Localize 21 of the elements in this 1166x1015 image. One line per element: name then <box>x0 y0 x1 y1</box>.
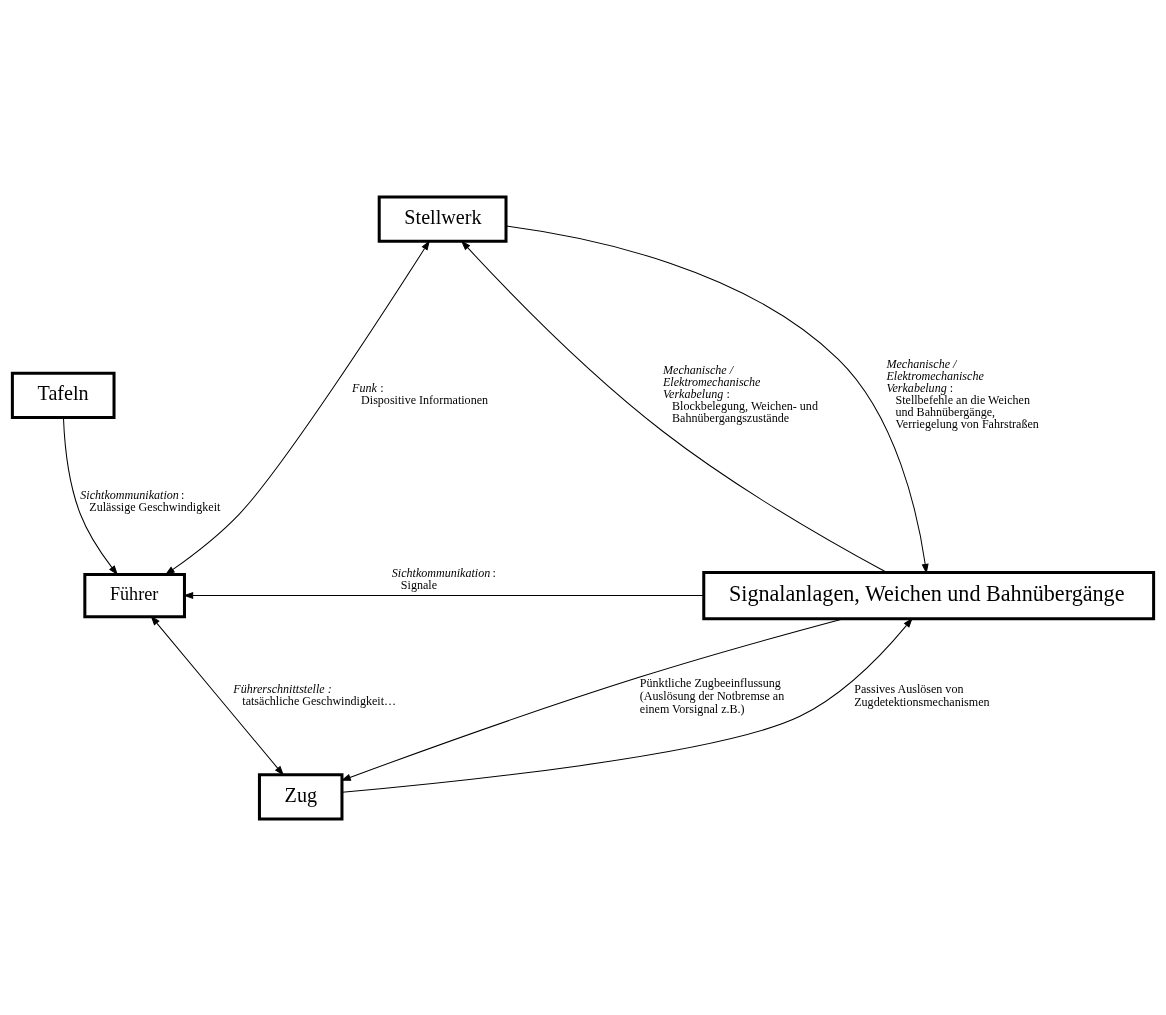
node-box: Signalanlagen, Weichen und Bahnübergänge <box>702 570 1156 620</box>
edge-label: Sichtkommunikation : Zulässige Geschwindigkeit <box>80 487 221 514</box>
edge-label: Mechanische / Elektromechanische Verkabelung : Stellbefehle an die Weichen und Bahnübergänge, Verriegelung von Fahrstraßen <box>886 356 1039 431</box>
arrow <box>460 239 887 573</box>
node-box: Zug <box>257 772 344 820</box>
node-box: Stellwerk <box>377 195 508 243</box>
edge-label: Pünktliche Zugbeeinflussung (Auslösung der Notbremse an einem Vorsignal z.B.) <box>639 675 785 716</box>
edge-label: Passives Auslösen von Zugdetektionsmechanismen <box>854 681 990 709</box>
node-box: Führer <box>83 572 186 618</box>
edge-label: Funk : Dispositive Informationen <box>352 380 489 407</box>
arrow <box>340 617 845 781</box>
arrow <box>505 225 929 574</box>
arrow <box>183 591 705 599</box>
arrow <box>62 416 118 575</box>
arrow <box>164 239 430 575</box>
edge-label: Sichtkommunikation : Signale <box>391 565 496 592</box>
node-box: Tafeln <box>10 371 116 419</box>
edge-label: Mechanische / Elektromechanische Verkabelung : Blockbelegung, Weichen- und Bahnübergangszustände <box>663 362 818 425</box>
arrow <box>341 617 913 793</box>
arrow <box>150 615 285 776</box>
edge-label: Führerschnittstelle : tatsächliche Geschwindigkeit… <box>233 681 397 708</box>
